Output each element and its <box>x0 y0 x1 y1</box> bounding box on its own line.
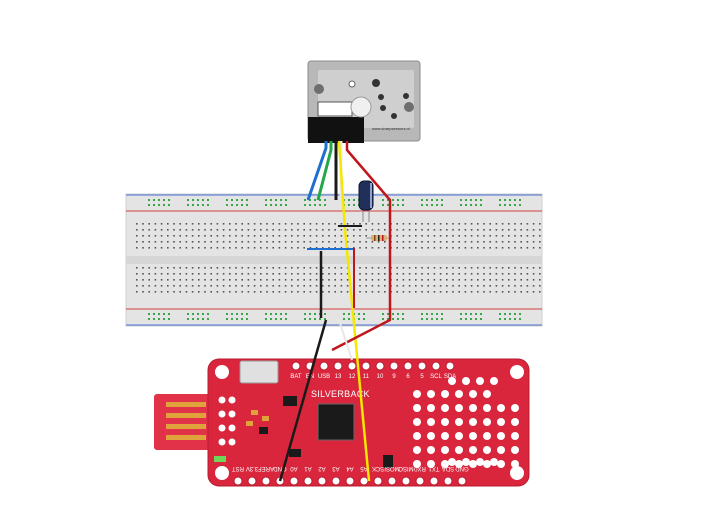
mount-hole-br <box>510 466 524 480</box>
top-pin-label: BAT <box>290 374 302 380</box>
bottom-pin-label: GND <box>455 465 469 471</box>
top-pin-label: 10 <box>377 374 384 380</box>
bottom-pin-label: RST <box>232 465 244 471</box>
bottom-pin-label: A4 <box>346 465 354 471</box>
wire-blue <box>306 141 328 201</box>
sensor-screw <box>348 80 356 88</box>
mount-hole-tr <box>510 365 524 379</box>
sensor-mount-hole-left <box>314 84 324 94</box>
bottom-pin-label: SDA <box>442 465 454 471</box>
mount-hole-bl <box>215 466 229 480</box>
bottom-pin-label: A0 <box>290 465 298 471</box>
breadboard-holes <box>136 199 541 320</box>
bottom-pin-label: GND <box>273 465 287 471</box>
wire-white-bottom <box>338 319 353 361</box>
top-pin-label: 11 <box>363 374 370 380</box>
bottom-pin-label: A5 <box>360 465 368 471</box>
bottom-pin-label: MISO <box>398 465 414 471</box>
microcontroller-chip <box>317 403 355 441</box>
bottom-pin-label: A3 <box>332 465 340 471</box>
sensor-mount-hole-right <box>404 102 414 112</box>
bottom-pin-label: TX1 <box>428 465 440 471</box>
sensor-connector <box>317 101 353 117</box>
capacitor <box>358 180 374 222</box>
top-pin-label: SCL <box>430 374 442 380</box>
bottom-pin-label: A1 <box>304 465 312 471</box>
reset-button <box>259 427 268 434</box>
top-pin-label: 9 <box>392 374 396 380</box>
resistor <box>366 235 392 241</box>
bottom-pin-label: AREF <box>258 465 274 471</box>
dust-sensor: www.sharpsensors.nl <box>307 60 421 143</box>
proto-area <box>413 377 519 468</box>
wire-black-bottom <box>278 319 328 482</box>
top-pin-label: 6 <box>406 374 410 380</box>
bottom-pin-label: 3.3V <box>246 465 258 471</box>
bottom-pin-label: RX0 <box>414 465 426 471</box>
top-pin-label: 13 <box>335 374 342 380</box>
wire-green <box>316 141 333 201</box>
breadboard <box>125 193 543 327</box>
top-pin-label: 12 <box>349 374 356 380</box>
sensor-connector-housing <box>308 117 364 143</box>
bottom-pin-label: MOSI <box>384 465 400 471</box>
usb-contacts <box>166 402 206 440</box>
top-pin-label: USB <box>318 374 330 380</box>
wire-red <box>331 141 392 352</box>
sensor-lens <box>350 96 372 118</box>
sensor-url-text: www.sharpsensors.nl <box>372 126 410 131</box>
wires <box>278 140 392 482</box>
board-pins <box>218 361 467 486</box>
top-pin-label: 5 <box>420 374 424 380</box>
wire-yellow <box>337 140 371 482</box>
board-brand: SILVERBACK <box>311 389 370 399</box>
bottom-pin-label: A2 <box>318 465 326 471</box>
battery-connector <box>239 360 279 384</box>
bottom-pin-label: SCK <box>372 465 384 471</box>
mount-hole-tl <box>215 365 229 379</box>
regulator <box>283 396 297 406</box>
top-pin-label: SDA <box>444 374 456 380</box>
status-led <box>214 456 226 462</box>
